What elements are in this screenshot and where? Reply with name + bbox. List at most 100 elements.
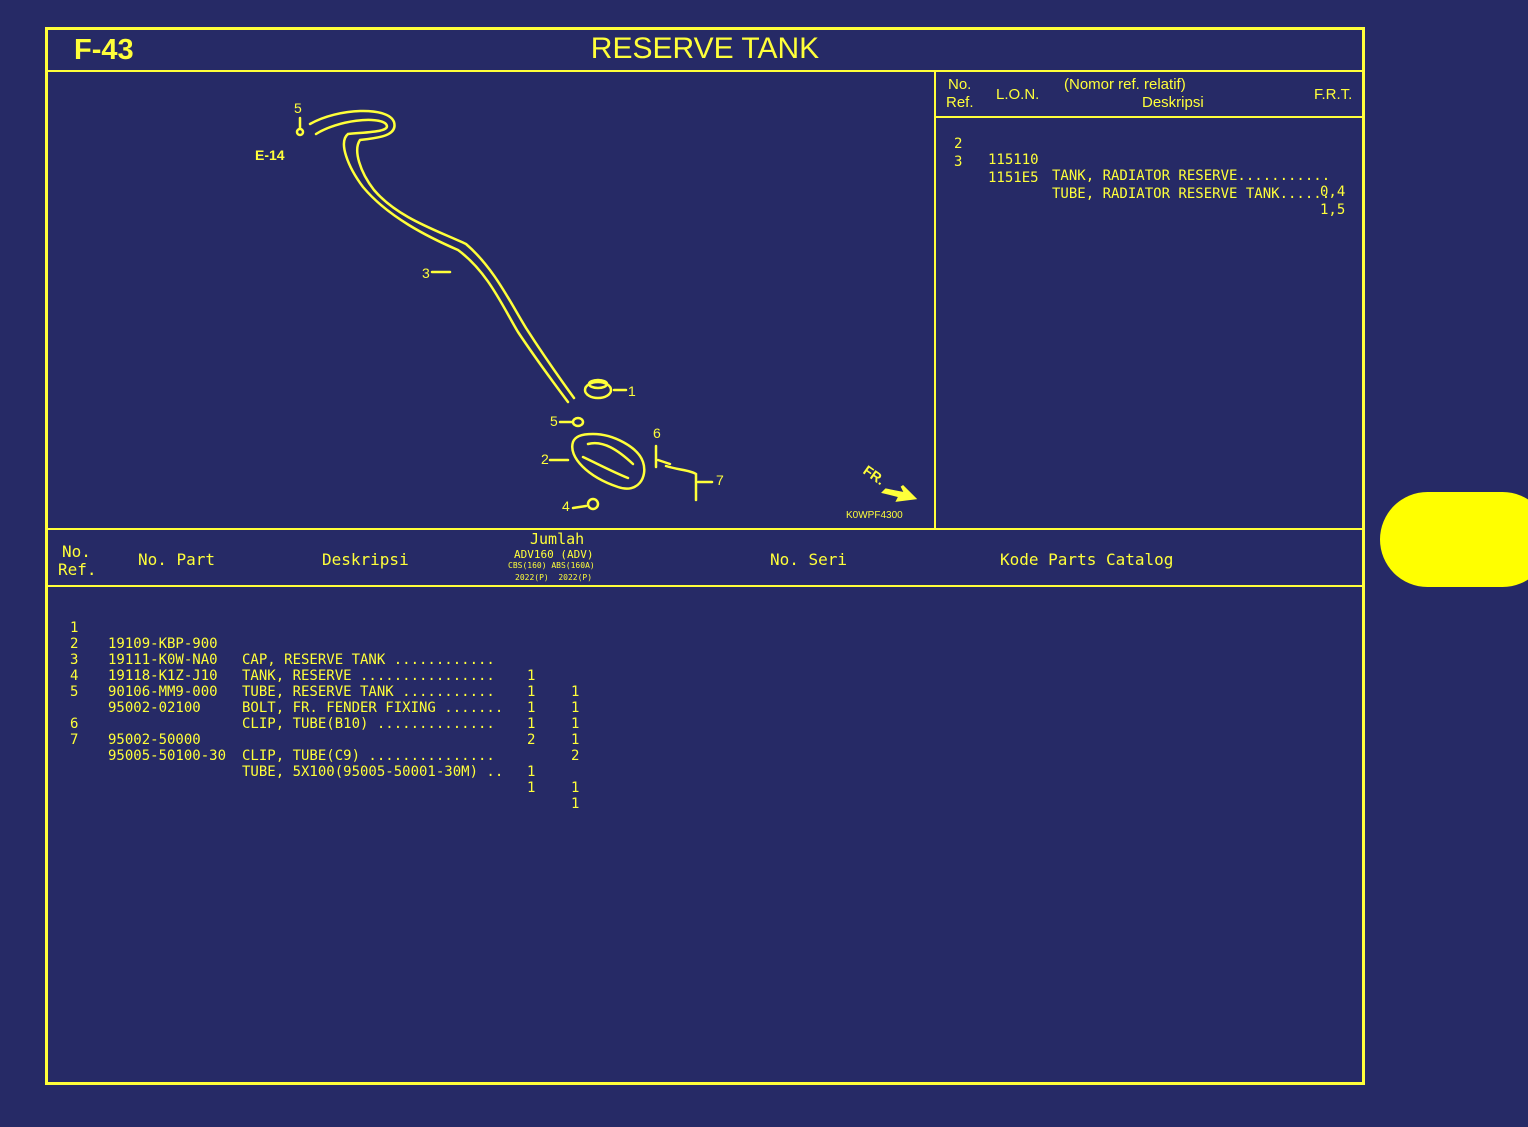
cap-1 [583, 380, 613, 400]
label-5-top: 5 [294, 100, 302, 116]
row-qty-abs: 1 [571, 732, 580, 748]
table-row: 2 19111-K0W-NA0 TANK, RESERVE ..........… [48, 620, 1362, 716]
row-part-number: 95005-50100-30 [108, 748, 227, 764]
row-qty-cbs: 2 [527, 732, 536, 748]
frt-col-ref: Ref. [946, 94, 974, 111]
row-description: TANK, RESERVE ................ [242, 668, 495, 684]
bolt-4 [586, 497, 600, 511]
page-code: F-43 [74, 34, 134, 66]
clip-5-upper [295, 127, 305, 137]
row-ref: 3 [70, 652, 79, 668]
fr-arrow-icon [881, 484, 918, 502]
row-qty-cbs: 1 [527, 716, 536, 732]
frt-lon: 1151E5 [988, 170, 1039, 186]
label-2: 2 [541, 451, 549, 467]
label-1: 1 [628, 383, 636, 399]
cap-1-top [587, 378, 609, 390]
table-row: 5 95002-02100 CLIP, TUBE(B10) ..........… [48, 668, 1362, 764]
row-description: TUBE, RESERVE TANK ........... [242, 684, 495, 700]
bolt-4-leader [571, 504, 588, 510]
col-deskripsi: Deskripsi [322, 550, 409, 569]
frt-row: 2 115110 TANK, RADIATOR RESERVE.........… [936, 120, 1362, 216]
tube-7 [656, 458, 698, 502]
col-no: No. [62, 542, 91, 561]
label-e14: E-14 [255, 147, 285, 163]
row-qty-abs: 1 [571, 780, 580, 796]
row-ref: 4 [70, 668, 79, 684]
col-model: ADV160 (ADV) [514, 548, 594, 561]
row-ref: 1 [70, 620, 79, 636]
parts-header-bottom-divider [48, 585, 1362, 587]
row-qty-abs: 1 [571, 684, 580, 700]
col-jumlah: Jumlah [530, 530, 585, 548]
row-description: CAP, RESERVE TANK ............ [242, 652, 495, 668]
frt-col-desc: Deskripsi [1142, 94, 1204, 111]
header-divider [48, 70, 1362, 72]
col-years: 2022(P) 2022(P) [515, 573, 593, 582]
tube-3-outline-a [314, 118, 570, 404]
side-tab-button[interactable] [1380, 492, 1528, 587]
label-3: 3 [422, 265, 430, 281]
row-ref: 7 [70, 732, 79, 748]
frt-col-frt: F.R.T. [1314, 86, 1353, 103]
table-row: 6 95002-50000 CLIP, TUBE(C9) ...........… [48, 700, 1362, 796]
row-qty-abs: 2 [571, 748, 580, 764]
row-part-number: 95002-50000 [108, 732, 201, 748]
diagram-divider [934, 72, 936, 528]
col-ref: Ref. [58, 560, 97, 579]
row-qty-cbs: 1 [527, 764, 536, 780]
label-5-bottom: 5 [550, 413, 558, 429]
table-row: 4 90106-MM9-000 BOLT, FR. FENDER FIXING … [48, 652, 1362, 748]
clip-5-lower [571, 416, 585, 428]
frt-value: 0,4 [1320, 184, 1346, 200]
row-description: CLIP, TUBE(B10) .............. [242, 716, 495, 732]
parts-header-top-divider [48, 528, 1362, 530]
tank-2-detail [581, 441, 635, 480]
tank-2 [571, 432, 646, 490]
row-description: BOLT, FR. FENDER FIXING ....... [242, 700, 504, 716]
row-qty-cbs: 1 [527, 780, 536, 796]
figure-code: K0WPF4300 [846, 510, 903, 521]
row-part-number: 19109-KBP-900 [108, 636, 218, 652]
frt-value: 1,5 [1320, 202, 1346, 218]
frt-row: 3 1151E5 TUBE, RADIATOR RESERVE TANK....… [936, 138, 1362, 234]
frt-col-desc-top: (Nomor ref. relatif) [1064, 76, 1186, 93]
exploded-diagram: 5 E-14 3 1 5 6 2 7 4 FR. K0WPF4300 [48, 72, 934, 528]
table-row: 7 95005-50100-30 TUBE, 5X100(95005-50001… [48, 716, 1362, 812]
row-qty-cbs: 1 [527, 668, 536, 684]
row-ref: 2 [70, 636, 79, 652]
row-qty-cbs: 1 [527, 684, 536, 700]
row-qty-abs: 1 [571, 716, 580, 732]
row-description: CLIP, TUBE(C9) ............... [242, 748, 495, 764]
page-title: RESERVE TANK [590, 32, 820, 65]
frt-desc: TUBE, RADIATOR RESERVE TANK...... [1052, 186, 1331, 202]
frt-col-lon: L.O.N. [996, 86, 1040, 103]
row-part-number: 19111-K0W-NA0 [108, 652, 218, 668]
label-4: 4 [562, 498, 570, 514]
table-row: 1 19109-KBP-900 CAP, RESERVE TANK ......… [48, 604, 1362, 700]
row-ref: 5 [70, 684, 79, 700]
row-part-number: 95002-02100 [108, 700, 201, 716]
row-qty-abs: 1 [571, 700, 580, 716]
table-row: 3 19118-K1Z-J10 TUBE, RESERVE TANK .....… [48, 636, 1362, 732]
row-qty-cbs: 1 [527, 700, 536, 716]
frt-ref: 2 [954, 136, 963, 152]
col-variants: CBS(160) ABS(160A) [508, 561, 595, 570]
row-qty-abs: 1 [571, 796, 580, 812]
frt-table-header: No. Ref. L.O.N. (Nomor ref. relatif) Des… [936, 72, 1362, 118]
row-description: TUBE, 5X100(95005-50001-30M) .. [242, 764, 504, 780]
frt-desc: TANK, RADIATOR RESERVE........... [1052, 168, 1331, 184]
frt-col-no: No. [948, 76, 972, 93]
catalog-page-frame: F-43 RESERVE TANK [45, 27, 1365, 1085]
tube-3-outline-b [308, 109, 576, 400]
frt-ref: 3 [954, 154, 963, 170]
col-no-seri: No. Seri [770, 550, 848, 569]
diagram-drawing [295, 109, 918, 511]
col-kode-parts-catalog: Kode Parts Catalog [1000, 550, 1174, 569]
frt-lon: 115110 [988, 152, 1039, 168]
parts-table-header: No. Ref. No. Part Deskripsi Jumlah ADV16… [48, 530, 1362, 585]
row-part-number: 90106-MM9-000 [108, 684, 218, 700]
row-part-number: 19118-K1Z-J10 [108, 668, 218, 684]
row-ref: 6 [70, 716, 79, 732]
label-6: 6 [653, 425, 661, 441]
